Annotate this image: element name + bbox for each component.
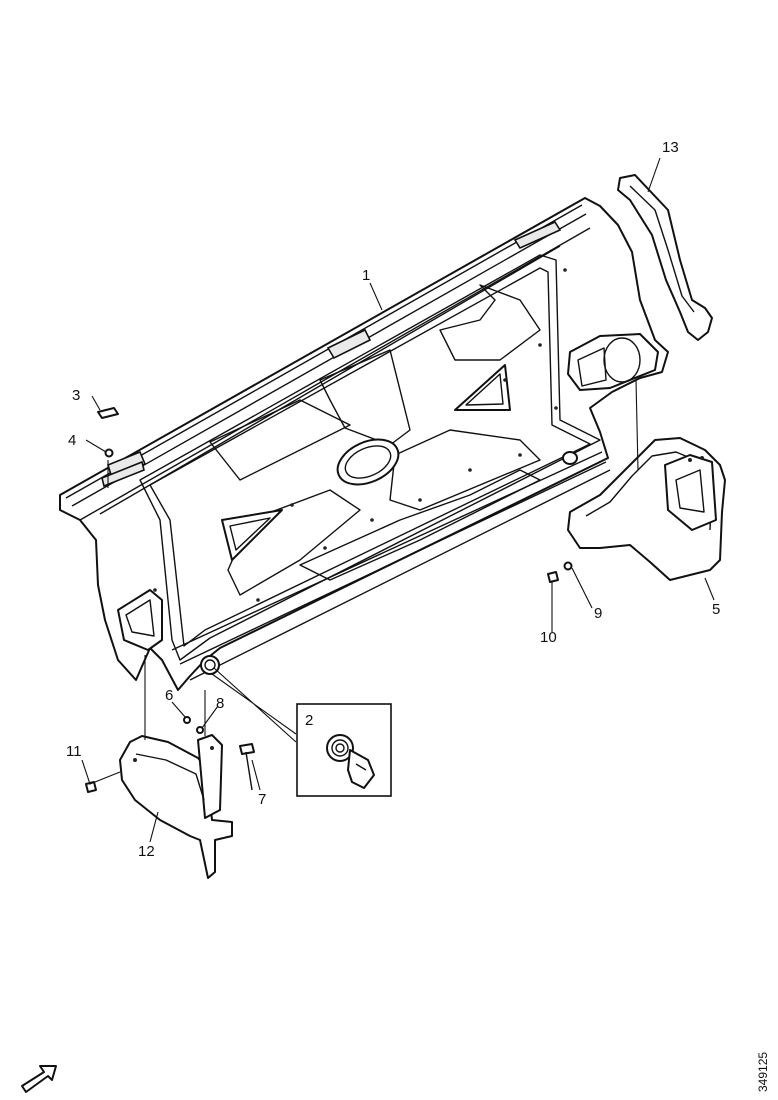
callout-7: 7 (258, 791, 266, 808)
callout-13: 13 (662, 139, 679, 156)
callout-11: 11 (66, 743, 82, 760)
leader-lines (81, 157, 715, 843)
callout-8: 8 (216, 695, 224, 712)
direction-arrow-icon (21, 1065, 57, 1093)
right-upper-trim (617, 174, 713, 341)
main-panel (59, 197, 669, 691)
callout-6: 6 (165, 687, 173, 704)
callout-12: 12 (138, 843, 155, 860)
latch-detail-box (296, 703, 392, 797)
callout-5: 5 (712, 601, 720, 618)
callout-4: 4 (68, 432, 76, 449)
fasteners (85, 407, 573, 793)
callout-9: 9 (594, 605, 602, 622)
left-lower-bracket (119, 734, 233, 879)
callout-labels: 1 2 3 4 5 6 7 8 9 10 11 12 13 (66, 139, 720, 860)
drawing-number: 349125 (756, 1052, 770, 1092)
callout-3: 3 (72, 387, 80, 404)
callout-1: 1 (362, 267, 370, 284)
drawing-number-container: 349125 (756, 1052, 770, 1092)
callout-2: 2 (305, 712, 313, 729)
callout-10: 10 (540, 629, 557, 646)
right-lower-panel (567, 437, 726, 581)
